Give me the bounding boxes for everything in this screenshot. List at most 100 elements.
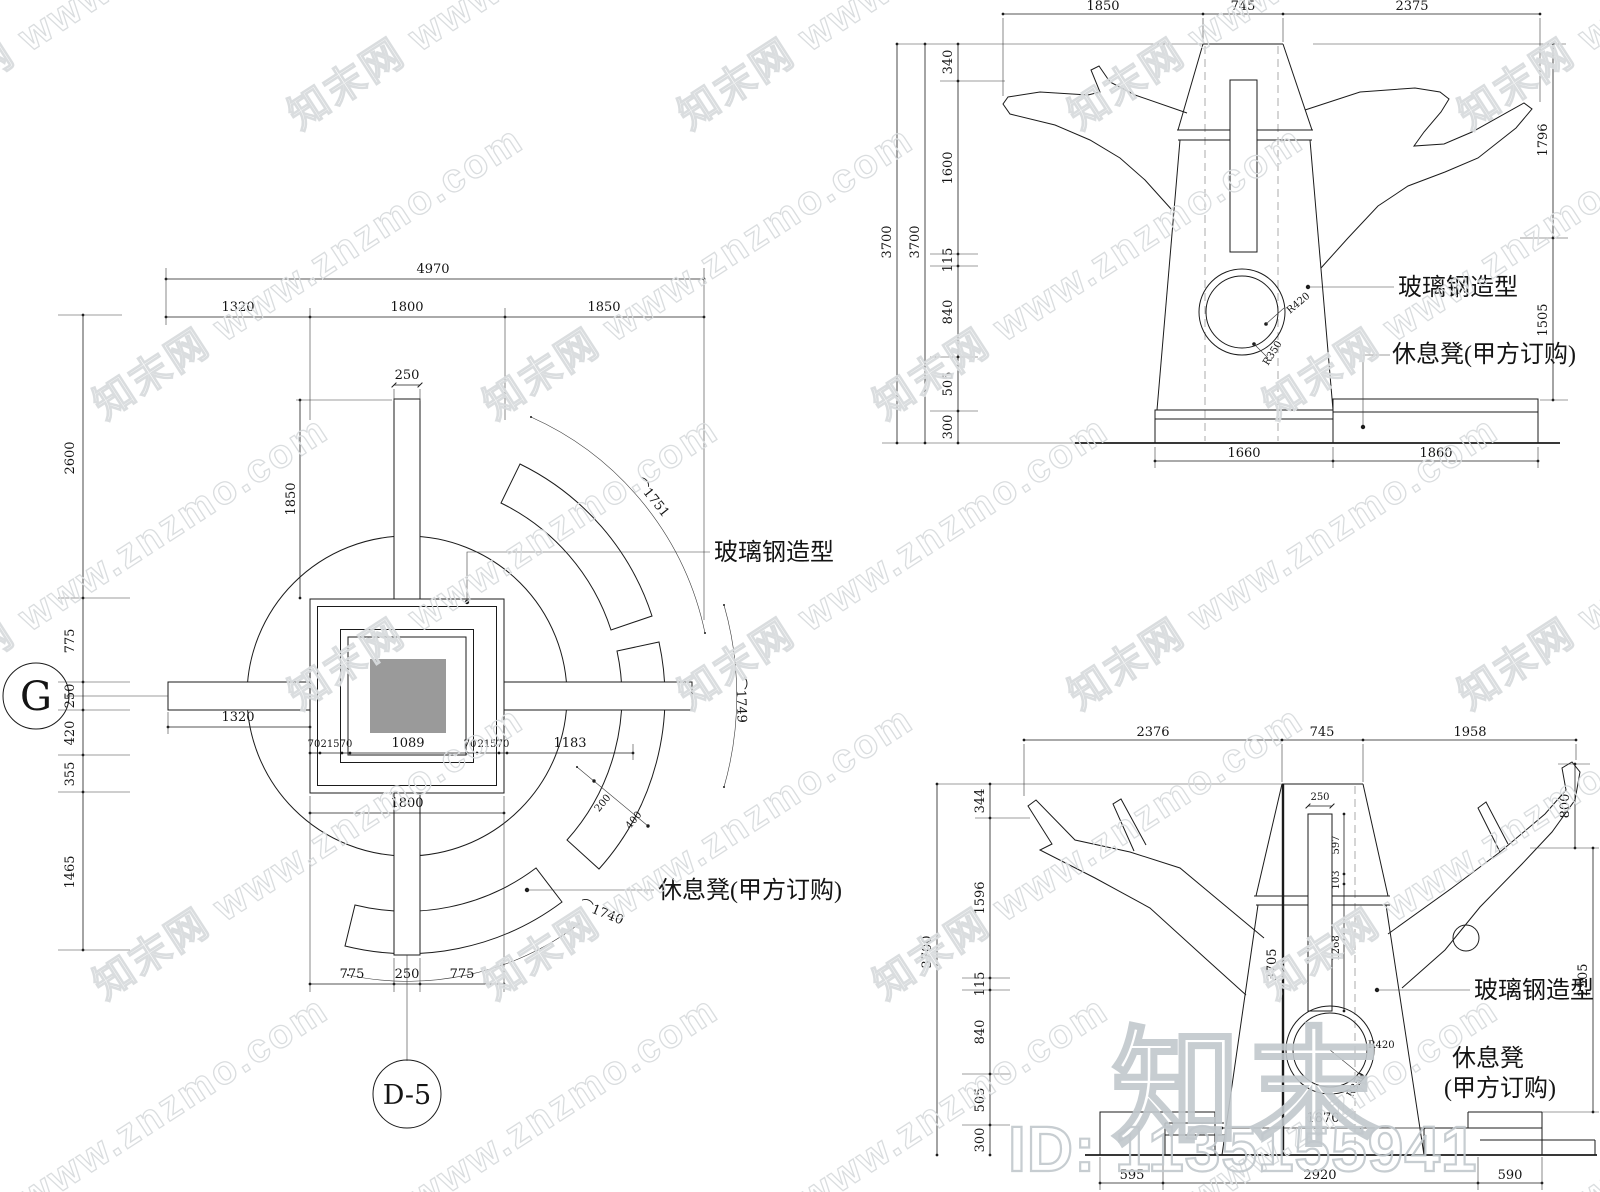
front-dims-bottom: 1660 1860 <box>1153 446 1540 468</box>
front-leaders: 玻璃钢造型 休息凳(甲方订购) <box>1305 274 1576 430</box>
front-hole-inner <box>1205 275 1279 349</box>
front-radius-labels: R420 R350 <box>1252 291 1312 368</box>
front-dims-right: 1796 1505 <box>1313 42 1568 402</box>
dim-square-width: 1800 <box>390 796 423 811</box>
sdim-bot-0: 595 <box>1120 1168 1145 1183</box>
dim-arc-s: ⌒1740 <box>577 897 625 928</box>
plan-dims-top: 4970 1320 1800 1850 <box>164 262 706 620</box>
sdim-left-5: 300 <box>973 1128 988 1153</box>
front-base <box>882 398 1560 444</box>
plan-arms <box>167 398 693 956</box>
fdim-left-5: 300 <box>941 415 956 440</box>
sdim-left-0: 344 <box>973 789 988 814</box>
front-dims-top: 1850 745 2375 <box>1001 0 1542 102</box>
fdim-left-4: 505 <box>941 372 956 397</box>
grid-bubble <box>2 662 70 730</box>
front-dims-left: 3700 3700 340 1600 115 840 505 300 <box>880 42 1203 445</box>
dim-left-3: 420 <box>63 721 78 746</box>
plan-label-bench: 休息凳(甲方订购) <box>658 877 842 904</box>
dim-inner-1: 215 <box>320 739 339 750</box>
sdim-slot-w: 250 <box>1310 792 1329 803</box>
dim-row2-a: 1320 <box>221 300 254 315</box>
sdim-branch-h: 800 <box>1558 794 1573 819</box>
side-elevation: 2376 745 1958 3700 344 1596 115 840 505 … <box>920 725 1599 1190</box>
fdim-bot-1: 1860 <box>1419 446 1452 461</box>
fdim-top-0: 1850 <box>1086 0 1119 14</box>
fdim-right-0: 1796 <box>1536 123 1551 156</box>
sdim-total: 3700 <box>920 935 935 968</box>
sdim-slot-1: 103 <box>1331 870 1342 889</box>
plan-dims-mid: 1320 70 215 70 1089 70 215 70 1183 <box>166 710 635 760</box>
sdim-left-4: 505 <box>973 1088 988 1113</box>
dim-left-2: 250 <box>63 684 78 709</box>
side-leaders: 玻璃钢造型 休息凳 (甲方订购) <box>1374 977 1594 1102</box>
sdim-r-outer: R420 <box>1368 1040 1395 1051</box>
sdim-top-1: 745 <box>1310 725 1335 740</box>
dim-stem-length: 1850 <box>284 482 299 515</box>
dim-row2-c: 1850 <box>587 300 620 315</box>
sdim-left-1: 1596 <box>973 881 988 914</box>
fdim-bot-0: 1660 <box>1227 446 1260 461</box>
sdim-bot-inner: 1870 <box>1306 1111 1339 1126</box>
side-dims-bottom: 1870 595 2920 590 <box>1098 1111 1544 1190</box>
fdim-left-2: 115 <box>941 248 956 273</box>
side-hole-outer <box>1285 1005 1375 1095</box>
fdim-r-inner: R350 <box>1261 339 1284 367</box>
sdim-slot-0: 597 <box>1331 835 1342 854</box>
side-trunk <box>1221 783 1425 1156</box>
side-branch-hole <box>1452 924 1480 952</box>
front-trunk <box>1156 43 1334 411</box>
dim-stem-width: 250 <box>395 368 420 383</box>
front-branches <box>1002 65 1533 269</box>
front-hole-outer <box>1198 268 1286 356</box>
front-slot <box>1229 79 1258 253</box>
side-label-bench-2: (甲方订购) <box>1444 1075 1556 1102</box>
dim-bot-1: 250 <box>395 967 420 982</box>
side-hole-inner <box>1292 1012 1368 1088</box>
front-elevation: 1850 745 2375 3700 3700 340 1600 115 840… <box>880 0 1576 468</box>
dim-inner-5: 215 <box>477 739 496 750</box>
side-slot <box>1307 813 1333 1012</box>
plan-trunk-core <box>370 659 446 733</box>
plan-view: G D-5 4970 1320 1800 1850 250 1850 <box>2 262 842 1129</box>
fdim-top-1: 745 <box>1231 0 1256 14</box>
fdim-left-0: 340 <box>941 50 956 75</box>
plan-label-fiberglass: 玻璃钢造型 <box>714 539 834 566</box>
sdim-top-2: 1958 <box>1453 725 1486 740</box>
detail-label: D-5 <box>383 1080 431 1111</box>
fdim-left-1: 1600 <box>941 151 956 184</box>
dim-left-5: 1465 <box>63 855 78 888</box>
detail-bubble <box>372 1059 442 1129</box>
dim-left-4: 355 <box>63 762 78 787</box>
dim-left-1: 775 <box>63 629 78 654</box>
plan-dims-stem: 250 1850 <box>284 368 423 600</box>
dim-bench-gap: 200 <box>593 793 614 815</box>
sdim-center-h: 3705 <box>1265 948 1280 981</box>
sdim-top-0: 2376 <box>1136 725 1169 740</box>
plan-leaders: 玻璃钢造型 休息凳(甲方订购) <box>464 539 842 904</box>
grid-label: G <box>20 674 52 720</box>
fdim-total-a: 3700 <box>880 225 895 258</box>
plan-arc-dims <box>346 415 738 982</box>
sdim-slot-2: 1268 <box>1331 935 1342 960</box>
dim-inner-3: 1089 <box>391 736 424 751</box>
dim-bot-0: 775 <box>340 967 365 982</box>
dim-inner-2: 70 <box>340 739 353 750</box>
sdim-bot-1: 2920 <box>1303 1168 1336 1183</box>
dim-total-width: 4970 <box>416 262 449 277</box>
fdim-right-1: 1505 <box>1536 303 1551 336</box>
dim-arc-e: ⌒1749 <box>732 677 749 724</box>
side-dims-left: 3700 344 1596 115 840 505 300 <box>920 782 1282 1157</box>
side-branches <box>1027 761 1581 996</box>
dim-right-arm: 1183 <box>553 736 586 751</box>
fdim-total-b: 3700 <box>908 225 923 258</box>
side-dims-slot: 250 597 103 1268 3705 <box>1265 792 1346 1013</box>
front-label-fiberglass: 玻璃钢造型 <box>1398 274 1518 301</box>
dim-bot-2: 775 <box>450 967 475 982</box>
dim-inner-6: 70 <box>497 739 510 750</box>
side-dims-top: 2376 745 1958 <box>1022 725 1578 796</box>
dim-inner-0: 70 <box>308 739 321 750</box>
watermark-id-text: ID: 1135155941 <box>1007 1112 1478 1186</box>
front-label-bench: 休息凳(甲方订购) <box>1392 341 1576 368</box>
